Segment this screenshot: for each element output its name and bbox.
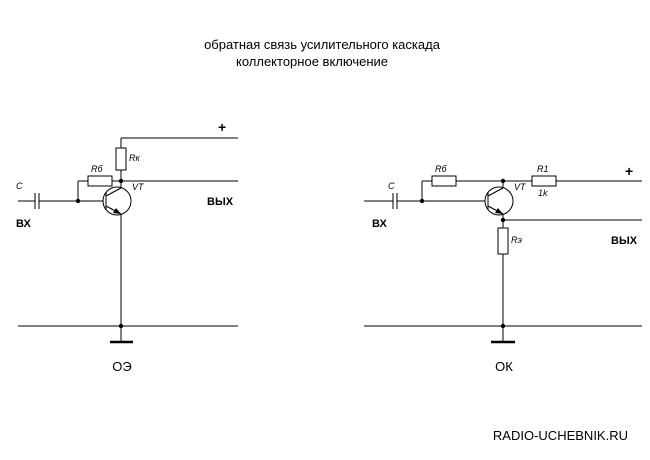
emitter-resistor — [497, 227, 509, 255]
series-resistor-label: R1 — [537, 164, 549, 174]
junction-dot — [118, 323, 124, 329]
series-resistor-value: 1k — [538, 188, 548, 198]
transistor-collector — [487, 187, 504, 197]
junction-dot — [500, 178, 506, 184]
title-line-1: обратная связь усилительного каскада — [204, 37, 441, 52]
common-emitter-circuit: C Rб Rк VT ВХ ВЫХ + ОЭ — [16, 119, 238, 374]
title-line-2: коллекторное включение — [236, 54, 388, 69]
output-label: ВЫХ — [611, 235, 638, 247]
junction-dot — [118, 178, 124, 184]
capacitor-label: C — [16, 181, 23, 191]
transistor-collector — [105, 187, 122, 197]
common-collector-circuit: C Rб R1 1k Rэ VT ВХ ВЫХ + ОК — [364, 163, 642, 374]
output-label: ВЫХ — [207, 196, 234, 208]
base-feedback-resistor — [87, 175, 113, 187]
emitter-arrow — [113, 208, 121, 214]
base-resistor-label: Rб — [435, 164, 447, 174]
input-label: ВХ — [372, 218, 388, 230]
emitter-resistor-label: Rэ — [511, 235, 522, 245]
collector-resistor — [115, 147, 127, 171]
base-resistor-label: Rб — [91, 164, 103, 174]
junction-dot — [419, 198, 425, 204]
series-resistor — [531, 175, 557, 187]
circuit-caption: ОК — [495, 359, 513, 374]
transistor-label: VT — [132, 182, 145, 192]
site-watermark: RADIO-UCHEBNIK.RU — [493, 428, 628, 443]
junction-dot — [500, 323, 506, 329]
emitter-arrow — [495, 208, 503, 214]
supply-plus-label: + — [218, 119, 226, 135]
transistor-label: VT — [514, 182, 527, 192]
capacitor-label: C — [388, 181, 395, 191]
junction-dot — [500, 217, 506, 223]
collector-resistor-label: Rк — [129, 153, 140, 163]
circuit-caption: ОЭ — [112, 359, 131, 374]
input-label: ВХ — [16, 218, 32, 230]
base-feedback-resistor — [431, 175, 457, 187]
junction-dot — [75, 198, 81, 204]
supply-plus-label: + — [625, 163, 633, 179]
